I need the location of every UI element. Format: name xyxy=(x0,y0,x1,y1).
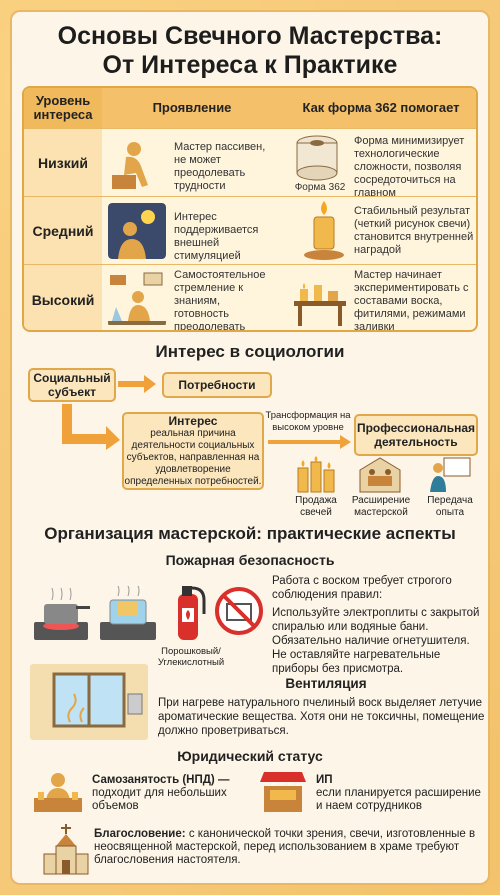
outcome-label: Расширение мастерской xyxy=(351,495,411,518)
transform-label: Трансформация на высоком уровне xyxy=(265,410,351,433)
sad-person-icon xyxy=(112,142,148,189)
npd-bold: Самозанятость (НПД) — xyxy=(92,774,230,786)
interest-table: Уровень интереса Проявление Как форма 36… xyxy=(22,86,478,332)
church-icon xyxy=(43,824,89,875)
title-line-1: Основы Свечного Мастерства: xyxy=(57,22,443,50)
manifest-text: Интерес поддерживается внешней стимуляци… xyxy=(174,211,259,262)
workshop-icon xyxy=(359,457,401,493)
header-manifest: Проявление xyxy=(102,88,282,128)
experiment-table-icon xyxy=(294,283,346,326)
study-person-icon xyxy=(108,272,166,325)
outcome-label: Передача опыта xyxy=(427,495,473,518)
stove-pot-icon xyxy=(34,587,90,640)
water-bath-icon xyxy=(100,585,156,640)
no-open-heater-icon xyxy=(215,587,263,635)
interest-title: Интерес xyxy=(168,414,218,428)
npd-block: Самозанятость (НПД) — подходит для небол… xyxy=(92,774,238,813)
table-row: Низкий Мастер пассивен, не может преодол… xyxy=(24,128,476,199)
candles-icon xyxy=(297,456,335,493)
ip-text: если планируется расширение и наем сотру… xyxy=(316,787,481,812)
teacher-icon xyxy=(430,457,471,492)
manifest-text: Самостоятельное стремление к знаниям, го… xyxy=(174,269,266,332)
blessing-bold: Благословение: xyxy=(94,828,186,840)
arrow-right-icon xyxy=(118,375,156,393)
window-ventilation-icon xyxy=(30,664,148,740)
title-line-2: От Интереса к Практике xyxy=(102,51,398,79)
fire-intro: Работа с воском требует строгого соблюде… xyxy=(272,575,452,601)
level-label: Средний xyxy=(24,197,102,264)
ip-block: ИП если планируется расширение и наем со… xyxy=(316,774,482,813)
help-text: Мастер начинает экспериментировать с сос… xyxy=(354,269,469,332)
legal-heading: Юридический статус xyxy=(177,748,323,764)
interest-text: реальная причина деятельности социальных… xyxy=(124,428,262,487)
fire-safety-heading: Пожарная безопасность xyxy=(165,552,335,568)
npd-text: подходит для небольших объемов xyxy=(92,787,227,812)
social-subject-box: Социальный субъект xyxy=(28,368,116,402)
ventilation-heading: Вентиляция xyxy=(285,676,367,691)
form-362-icon xyxy=(296,135,338,181)
self-employed-icon xyxy=(34,773,82,812)
blessing-text: с канонической точки зрения, свечи, изго… xyxy=(94,828,476,866)
interest-box: Интерес реальная причина деятельности со… xyxy=(122,412,264,490)
fire-text: Используйте электроплиты с закрытой спир… xyxy=(272,607,480,675)
level-label: Высокий xyxy=(24,265,102,330)
candle-icon xyxy=(304,201,344,260)
header-level: Уровень интереса xyxy=(24,88,102,128)
blessing-block: Благословение: с канонической точки зрен… xyxy=(94,828,486,867)
help-text: Форма минимизирует технологические сложн… xyxy=(354,135,465,199)
extinguisher-caption: Порошковый/ Углекислотный xyxy=(157,646,225,668)
page-title: Основы Свечного Мастерства: От Интереса … xyxy=(0,22,500,80)
table-row: Высокий Самостоятельное стремление к зна… xyxy=(24,264,476,332)
outcome-label: Продажа свечей xyxy=(295,495,337,518)
header-help: Как форма 362 помогает xyxy=(282,88,476,128)
ventilation-text: При нагреве натурального пчелиный воск в… xyxy=(158,697,485,737)
arrow-right-icon xyxy=(268,435,351,449)
level-label: Низкий xyxy=(24,129,102,196)
sociology-heading: Интерес в социологии xyxy=(155,342,345,361)
workshop-heading: Организация мастерской: практические асп… xyxy=(44,524,456,543)
needs-box: Потребности xyxy=(162,372,272,398)
professional-box: Профессиональная деятельность xyxy=(354,414,478,456)
arrow-down-right-icon xyxy=(62,404,120,450)
extinguisher-icon xyxy=(178,586,206,640)
manifest-text: Мастер пассивен, не может преодолевать т… xyxy=(174,141,266,192)
shop-stall-icon xyxy=(260,772,306,812)
help-text: Стабильный результат (четкий рисунок све… xyxy=(354,205,474,256)
ip-bold: ИП xyxy=(316,774,333,786)
idea-person-icon xyxy=(108,203,166,259)
table-row: Средний Интерес поддерживается внешней с… xyxy=(24,196,476,264)
form-caption: Форма 362 xyxy=(294,182,346,193)
